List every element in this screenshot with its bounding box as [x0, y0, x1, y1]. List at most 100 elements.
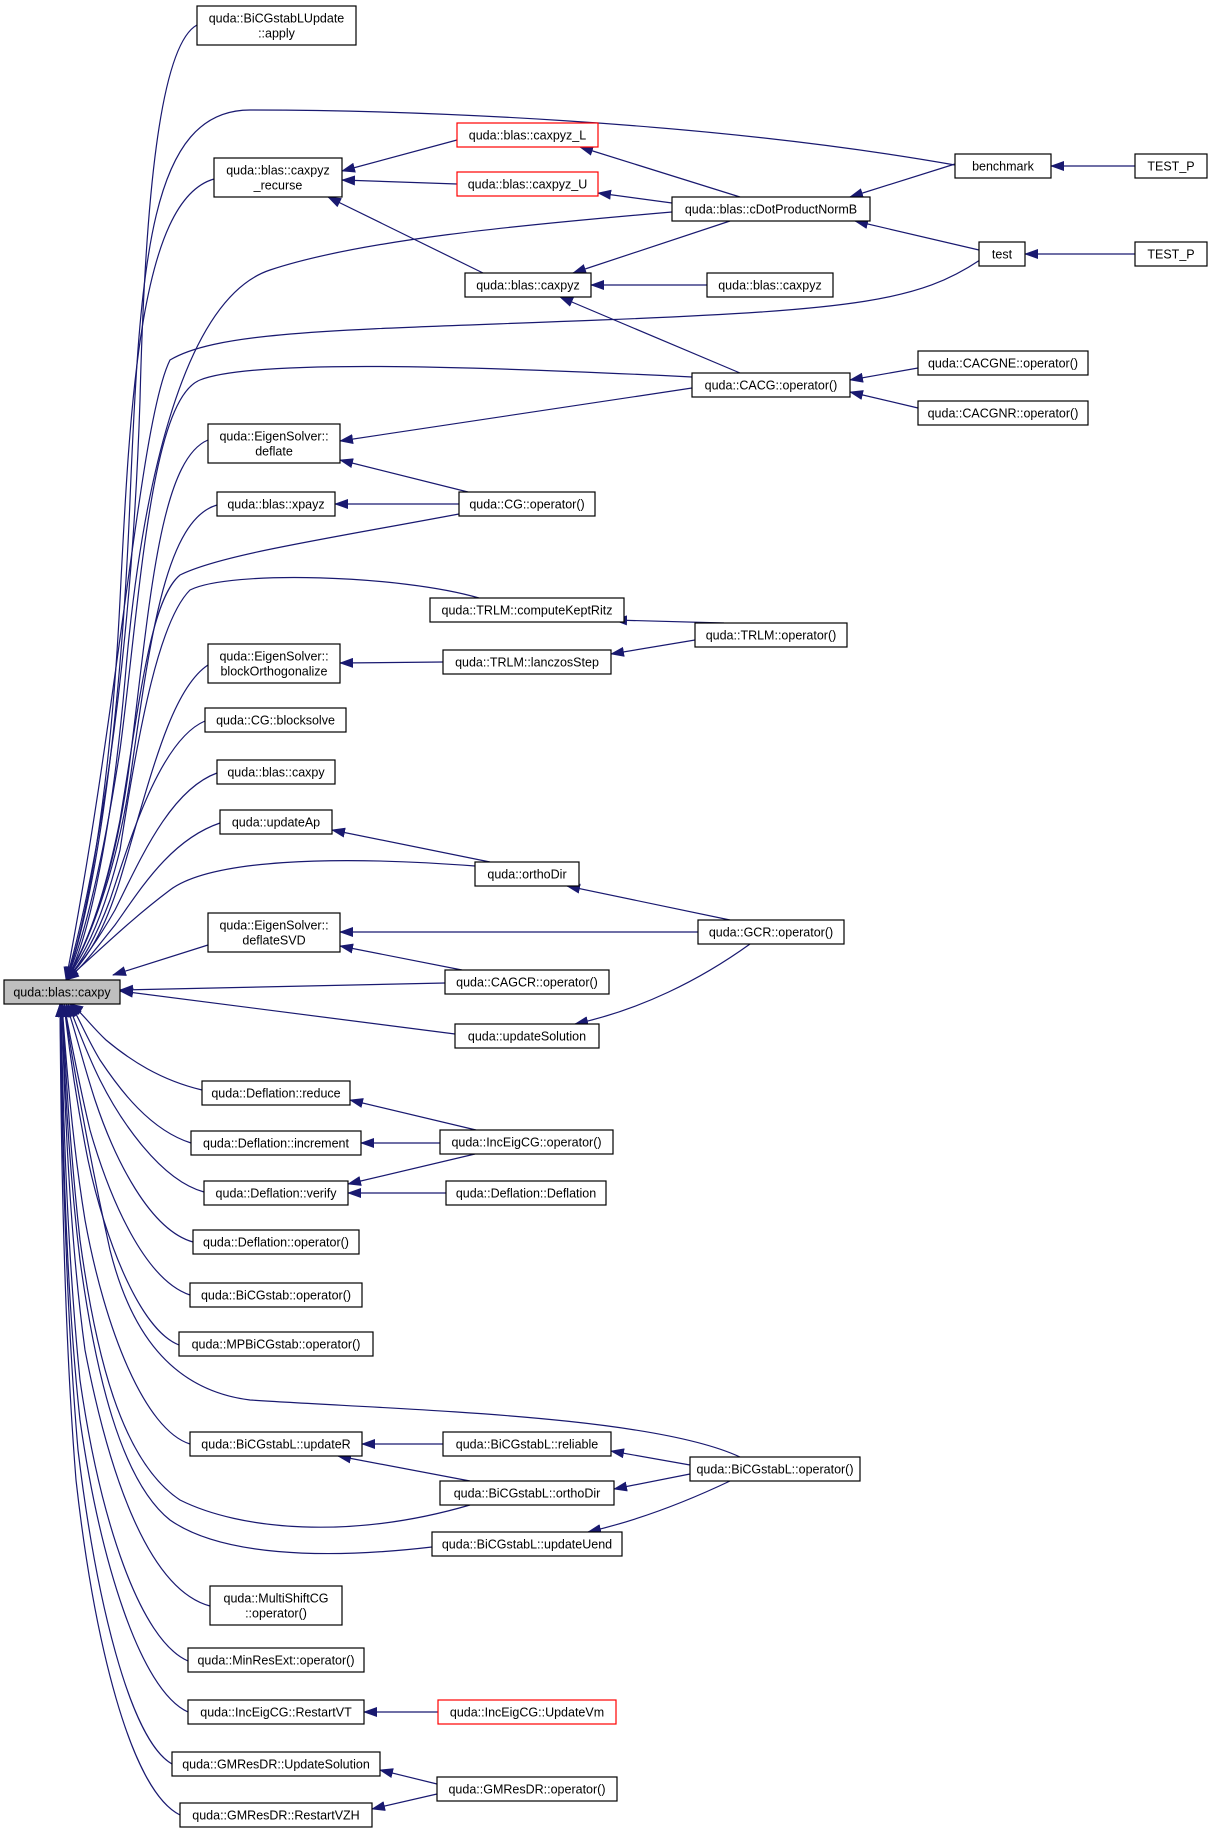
node-box[interactable]	[209, 1585, 343, 1626]
node-box[interactable]	[464, 272, 592, 298]
node-box[interactable]	[1134, 153, 1208, 179]
graph-node[interactable]: quda::updateAp	[219, 809, 333, 835]
node-box[interactable]	[671, 196, 871, 222]
root-node[interactable]: quda::blas::caxpy	[3, 979, 121, 1005]
node-box[interactable]	[207, 912, 341, 953]
graph-node[interactable]: quda::blas::caxpyz_recurse	[213, 157, 343, 198]
graph-node[interactable]: quda::BiCGstabL::updateUend	[431, 1531, 623, 1557]
graph-node[interactable]: quda::CG::blocksolve	[204, 707, 347, 733]
graph-node[interactable]: quda::BiCGstab::operator()	[189, 1282, 363, 1308]
graph-node[interactable]: quda::GMResDR::UpdateSolution	[171, 1751, 381, 1777]
node-box[interactable]	[213, 157, 343, 198]
node-box[interactable]	[179, 1802, 373, 1828]
node-box[interactable]	[3, 979, 121, 1005]
graph-node[interactable]: quda::EigenSolver::blockOrthogonalize	[207, 643, 341, 684]
graph-node[interactable]: quda::BiCGstabL::reliable	[442, 1431, 612, 1457]
graph-node[interactable]: quda::CG::operator()	[458, 491, 596, 517]
graph-node[interactable]: quda::CACG::operator()	[691, 372, 851, 398]
node-box[interactable]	[216, 491, 336, 517]
node-box[interactable]	[431, 1531, 623, 1557]
graph-node[interactable]: quda::CACGNR::operator()	[917, 400, 1089, 426]
graph-node[interactable]: quda::TRLM::lanczosStep	[442, 649, 612, 675]
node-box[interactable]	[437, 1699, 617, 1725]
graph-node[interactable]: quda::TRLM::computeKeptRitz	[429, 597, 625, 623]
graph-node[interactable]: quda::MPBiCGstab::operator()	[178, 1331, 374, 1357]
node-box[interactable]	[207, 423, 341, 464]
node-box[interactable]	[192, 1229, 360, 1255]
graph-node[interactable]: quda::blas::caxpyz_U	[456, 171, 599, 197]
node-box[interactable]	[439, 1480, 615, 1506]
node-box[interactable]	[689, 1456, 861, 1482]
node-box[interactable]	[196, 5, 357, 46]
graph-node[interactable]: quda::CACGNE::operator()	[917, 350, 1089, 376]
node-box[interactable]	[190, 1130, 362, 1156]
node-box[interactable]	[954, 153, 1052, 179]
graph-node[interactable]: quda::Deflation::operator()	[192, 1229, 360, 1255]
graph-node[interactable]: quda::IncEigCG::UpdateVm	[437, 1699, 617, 1725]
graph-node[interactable]: quda::blas::cDotProductNormB	[671, 196, 871, 222]
node-box[interactable]	[187, 1647, 365, 1673]
graph-node[interactable]: quda::Deflation::Deflation	[445, 1180, 607, 1206]
node-box[interactable]	[189, 1431, 363, 1457]
graph-node[interactable]: quda::blas::caxpyz_L	[456, 122, 599, 148]
graph-node[interactable]: quda::EigenSolver::deflateSVD	[207, 912, 341, 953]
graph-node[interactable]: quda::blas::xpayz	[216, 491, 336, 517]
graph-node[interactable]: benchmark	[954, 153, 1052, 179]
node-box[interactable]	[694, 622, 848, 648]
graph-node[interactable]: quda::MinResExt::operator()	[187, 1647, 365, 1673]
node-box[interactable]	[204, 707, 347, 733]
graph-node[interactable]: quda::orthoDir	[474, 861, 580, 887]
node-box[interactable]	[439, 1129, 614, 1155]
node-box[interactable]	[216, 759, 336, 785]
node-box[interactable]	[219, 809, 333, 835]
node-box[interactable]	[444, 969, 610, 995]
graph-node[interactable]: quda::Deflation::reduce	[201, 1080, 351, 1106]
node-box[interactable]	[458, 491, 596, 517]
graph-node[interactable]: quda::updateSolution	[454, 1023, 600, 1049]
graph-node[interactable]: quda::Deflation::increment	[190, 1130, 362, 1156]
node-box[interactable]	[429, 597, 625, 623]
graph-node[interactable]: quda::GMResDR::operator()	[436, 1776, 618, 1802]
node-box[interactable]	[456, 122, 599, 148]
graph-node[interactable]: quda::BiCGstabLUpdate::apply	[196, 5, 357, 46]
node-box[interactable]	[178, 1331, 374, 1357]
node-box[interactable]	[456, 171, 599, 197]
graph-node[interactable]: quda::GCR::operator()	[697, 919, 845, 945]
node-box[interactable]	[454, 1023, 600, 1049]
graph-node[interactable]: TEST_P	[1134, 153, 1208, 179]
node-box[interactable]	[978, 241, 1026, 267]
node-box[interactable]	[436, 1776, 618, 1802]
node-box[interactable]	[691, 372, 851, 398]
node-box[interactable]	[189, 1282, 363, 1308]
node-box[interactable]	[171, 1751, 381, 1777]
graph-node[interactable]: quda::IncEigCG::RestartVT	[187, 1699, 365, 1725]
node-box[interactable]	[706, 272, 834, 298]
graph-node[interactable]: quda::GMResDR::RestartVZH	[179, 1802, 373, 1828]
node-box[interactable]	[442, 1431, 612, 1457]
graph-node[interactable]: quda::MultiShiftCG::operator()	[209, 1585, 343, 1626]
graph-node[interactable]: test	[978, 241, 1026, 267]
graph-node[interactable]: quda::blas::caxpy	[216, 759, 336, 785]
node-box[interactable]	[203, 1180, 349, 1206]
graph-node[interactable]: quda::BiCGstabL::orthoDir	[439, 1480, 615, 1506]
graph-node[interactable]: quda::TRLM::operator()	[694, 622, 848, 648]
graph-node[interactable]: quda::CAGCR::operator()	[444, 969, 610, 995]
graph-node[interactable]: TEST_P	[1134, 241, 1208, 267]
node-box[interactable]	[917, 350, 1089, 376]
node-box[interactable]	[697, 919, 845, 945]
node-box[interactable]	[187, 1699, 365, 1725]
node-box[interactable]	[445, 1180, 607, 1206]
graph-node[interactable]: quda::BiCGstabL::operator()	[689, 1456, 861, 1482]
graph-node[interactable]: quda::BiCGstabL::updateR	[189, 1431, 363, 1457]
graph-node[interactable]: quda::EigenSolver::deflate	[207, 423, 341, 464]
node-box[interactable]	[474, 861, 580, 887]
node-box[interactable]	[1134, 241, 1208, 267]
graph-node[interactable]: quda::Deflation::verify	[203, 1180, 349, 1206]
node-box[interactable]	[442, 649, 612, 675]
graph-node[interactable]: quda::blas::caxpyz	[464, 272, 592, 298]
graph-node[interactable]: quda::IncEigCG::operator()	[439, 1129, 614, 1155]
graph-node[interactable]: quda::blas::caxpyz	[706, 272, 834, 298]
node-box[interactable]	[201, 1080, 351, 1106]
node-box[interactable]	[207, 643, 341, 684]
node-box[interactable]	[917, 400, 1089, 426]
